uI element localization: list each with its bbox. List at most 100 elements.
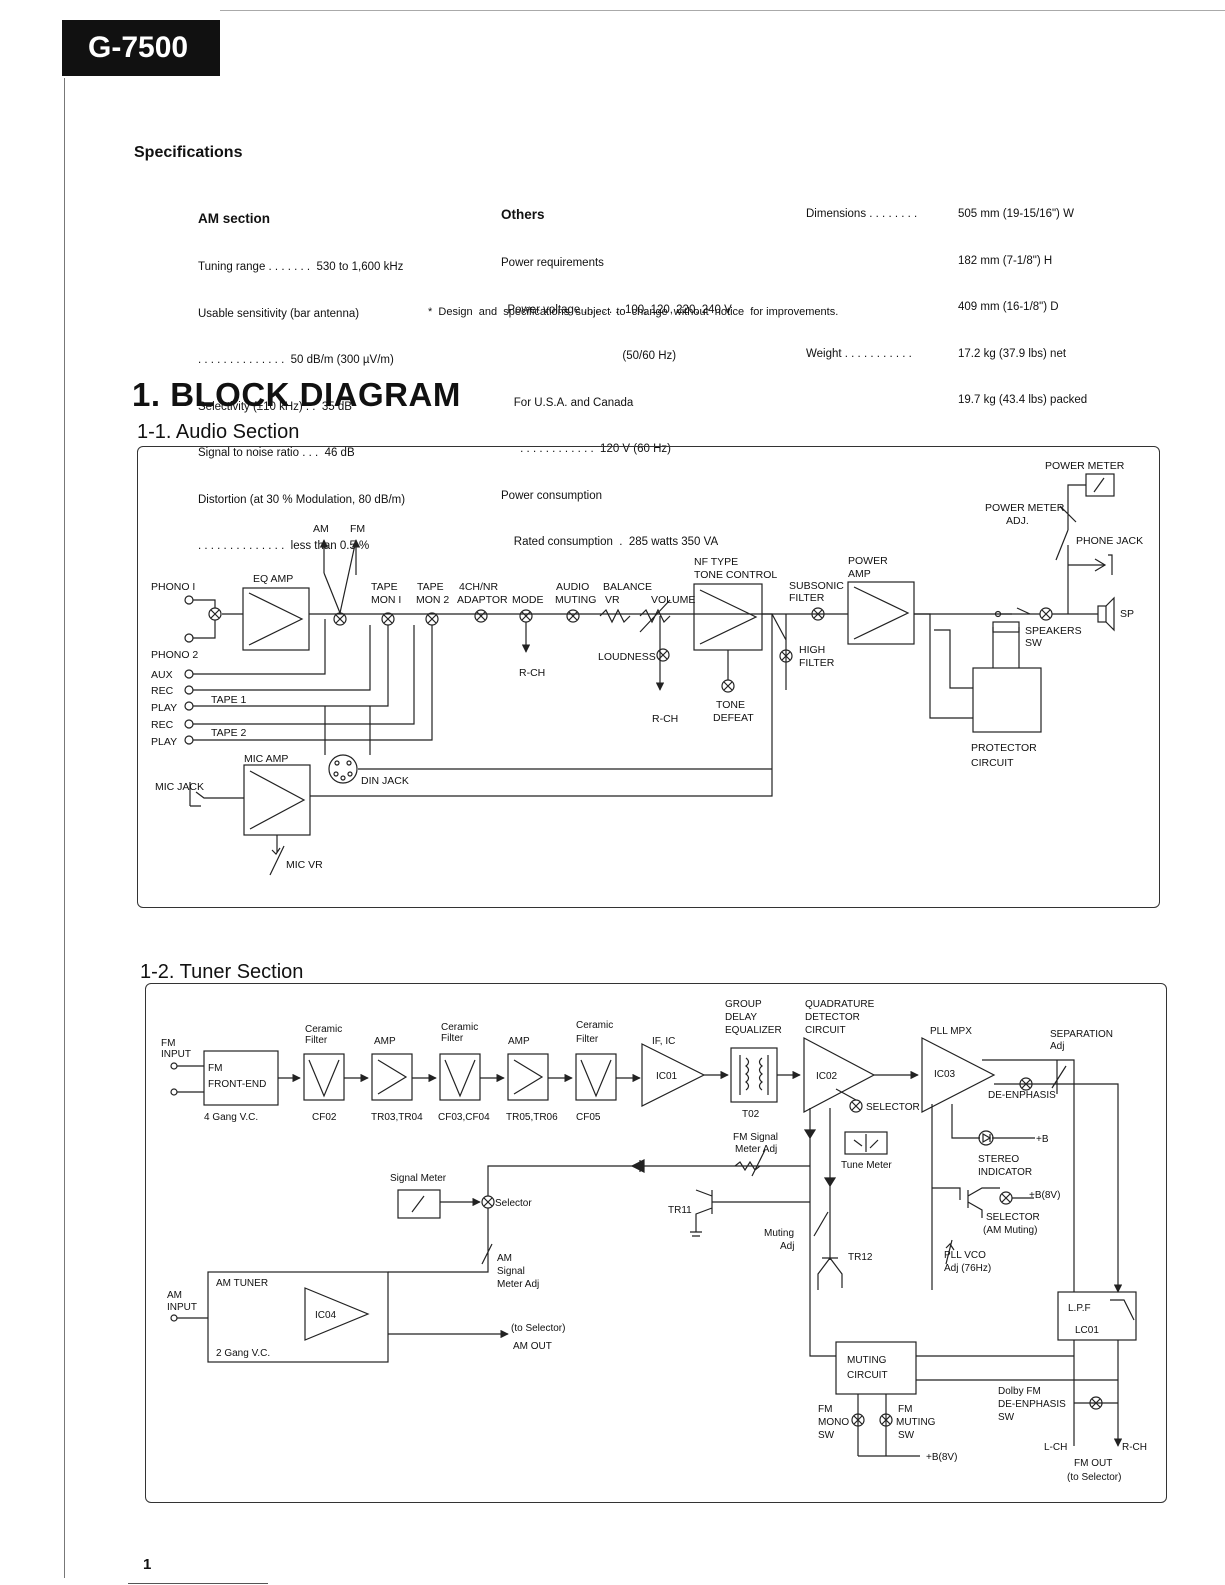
loudness-icon — [656, 648, 670, 662]
label-tr12: TR12 — [848, 1252, 873, 1263]
label-fm-muting1: FM — [898, 1404, 912, 1415]
label-adaptor: ADAPTOR — [457, 594, 508, 606]
others-heading: Others — [501, 207, 545, 222]
fm-input-lines — [177, 1065, 204, 1093]
label-amp1: AMP — [374, 1036, 396, 1047]
label-separation-adj: Adj — [1050, 1041, 1064, 1052]
label-tone-defeat2: DEFEAT — [713, 712, 754, 724]
selector-icon — [849, 1099, 863, 1113]
label-phono1: PHONO I — [151, 581, 195, 593]
label-fm-out-to-selector: (to Selector) — [1067, 1472, 1121, 1483]
label-to-selector: (to Selector) — [511, 1323, 565, 1334]
label-am-signal1: AM — [497, 1253, 512, 1264]
fm-front-end-box — [203, 1050, 279, 1106]
label-am-tuner: AM TUNER — [216, 1278, 268, 1289]
spec-line: Selectivity (±10 kHz) . . 35 dB — [198, 400, 352, 413]
spec-line: Dimensions . . . . . . . . — [806, 208, 918, 220]
speaker-switch-line — [1000, 607, 1031, 615]
muting-circuit-box — [835, 1341, 917, 1395]
label-ic03: IC03 — [934, 1069, 956, 1080]
label-speakers: SPEAKERS — [1025, 625, 1082, 637]
bottom-line — [128, 1583, 268, 1584]
label-4gang: 4 Gang V.C. — [204, 1112, 258, 1123]
speakers-sw-icon — [1039, 607, 1053, 621]
label-rch-volume: R-CH — [652, 713, 678, 725]
diode-icons — [803, 1129, 837, 1188]
label-mic-jack: MIC JACK — [155, 781, 204, 793]
fm-input-terminal — [170, 1062, 178, 1070]
diode-icon — [630, 1159, 645, 1173]
phone-jack-lines — [1067, 545, 1105, 614]
spec-line: Power consumption — [501, 489, 602, 502]
label-tape-a: TAPE — [371, 581, 398, 593]
others-specs: Others Power requirements Power voltage … — [501, 174, 732, 566]
label-mic-amp: MIC AMP — [244, 753, 288, 765]
label-ceramic3b: Filter — [576, 1034, 599, 1045]
label-sp: SP — [1120, 608, 1134, 620]
subsonic-filter-icon — [811, 607, 825, 621]
label-signal-selector: Selector — [495, 1198, 532, 1209]
ceramic-filter3-icon — [575, 1053, 617, 1101]
mic-vr-icon — [269, 835, 285, 876]
ceramic-filter2-icon — [439, 1053, 481, 1101]
label-rec2: REC — [151, 719, 174, 731]
spec-line: . . . . . . . . . . . . . . 50 dB/m (300… — [198, 354, 394, 366]
label-cf02: CF02 — [312, 1112, 337, 1123]
spec-line: For U.S.A. and Canada — [501, 396, 634, 409]
label-fm-fe1: FM — [208, 1063, 222, 1074]
label-filter: FILTER — [789, 592, 825, 604]
spec-line: Weight . . . . . . . . . . . — [806, 347, 912, 360]
label-fm: FM — [350, 523, 365, 535]
label-plus-b8: +B(8V) — [1029, 1190, 1060, 1201]
label-rch: R-CH — [1122, 1442, 1147, 1453]
fm-sw-lines — [857, 1394, 920, 1457]
eq-amp-icon — [242, 587, 310, 651]
label-tr11: TR11 — [668, 1205, 692, 1216]
label-pll-vco: PLL VCO — [944, 1250, 986, 1261]
label-vr: VR — [605, 594, 620, 606]
label-phone-jack: PHONE JACK — [1076, 535, 1143, 547]
label-selector2: SELECTOR — [986, 1212, 1040, 1223]
label-am-out: AM OUT — [513, 1341, 552, 1352]
audio-section-frame — [137, 446, 1160, 908]
stereo-indicator-icon — [978, 1130, 994, 1146]
tuner-section-title: 1-2. Tuner Section — [140, 961, 304, 983]
stereo-indicator-line — [951, 1104, 1035, 1139]
label-ceramic3a: Ceramic — [576, 1020, 613, 1031]
am-section-heading: AM section — [198, 211, 271, 226]
label-group: GROUP — [725, 999, 762, 1010]
am-tuner-box — [207, 1271, 389, 1363]
spec-line: 505 mm (19-15/16") W — [958, 208, 1074, 220]
spec-line: (50/60 Hz) — [501, 350, 677, 362]
label-amp: AMP — [848, 568, 871, 580]
label-fm-meter-adj: Meter Adj — [735, 1144, 777, 1155]
label-nf-type: NF TYPE — [694, 556, 738, 568]
label-quadrature: QUADRATURE — [805, 999, 875, 1010]
spec-line: 409 mm (16-1/8") D — [958, 301, 1059, 313]
label-fm-muting3: SW — [898, 1430, 915, 1441]
spec-line: . . . . . . . . . . . . . . less than 0.… — [198, 540, 370, 552]
label-ic04: IC04 — [315, 1310, 337, 1321]
label-ic01: IC01 — [656, 1071, 678, 1082]
label-fm-signal: FM Signal — [733, 1132, 778, 1143]
protector-lines — [914, 613, 973, 719]
specifications-title: Specifications — [134, 144, 243, 161]
label-ceramic2b: Filter — [441, 1033, 464, 1044]
label-qd-circuit: CIRCUIT — [805, 1025, 846, 1036]
label-tone-defeat1: TONE — [716, 699, 745, 711]
aux-tape-lines — [193, 619, 433, 741]
spec-line: Usable sensitivity (bar antenna) — [198, 307, 360, 320]
label-stereo: STEREO — [978, 1154, 1019, 1165]
am-section-specs: AM section Tuning range . . . . . . . 53… — [198, 178, 405, 570]
label-indicator: INDICATOR — [978, 1167, 1032, 1178]
label-fm-fe2: FRONT-END — [208, 1079, 266, 1090]
label-muting-circuit1: MUTING — [847, 1355, 887, 1366]
label-play1: PLAY — [151, 702, 177, 714]
meter-needle — [1093, 477, 1105, 493]
label-ceramic2a: Ceramic — [441, 1022, 478, 1033]
label-mode: MODE — [512, 594, 544, 606]
label-fm-mono3: SW — [818, 1430, 835, 1441]
label-loudness: LOUDNESS — [598, 651, 656, 663]
label-high-filter: FILTER — [799, 657, 835, 669]
